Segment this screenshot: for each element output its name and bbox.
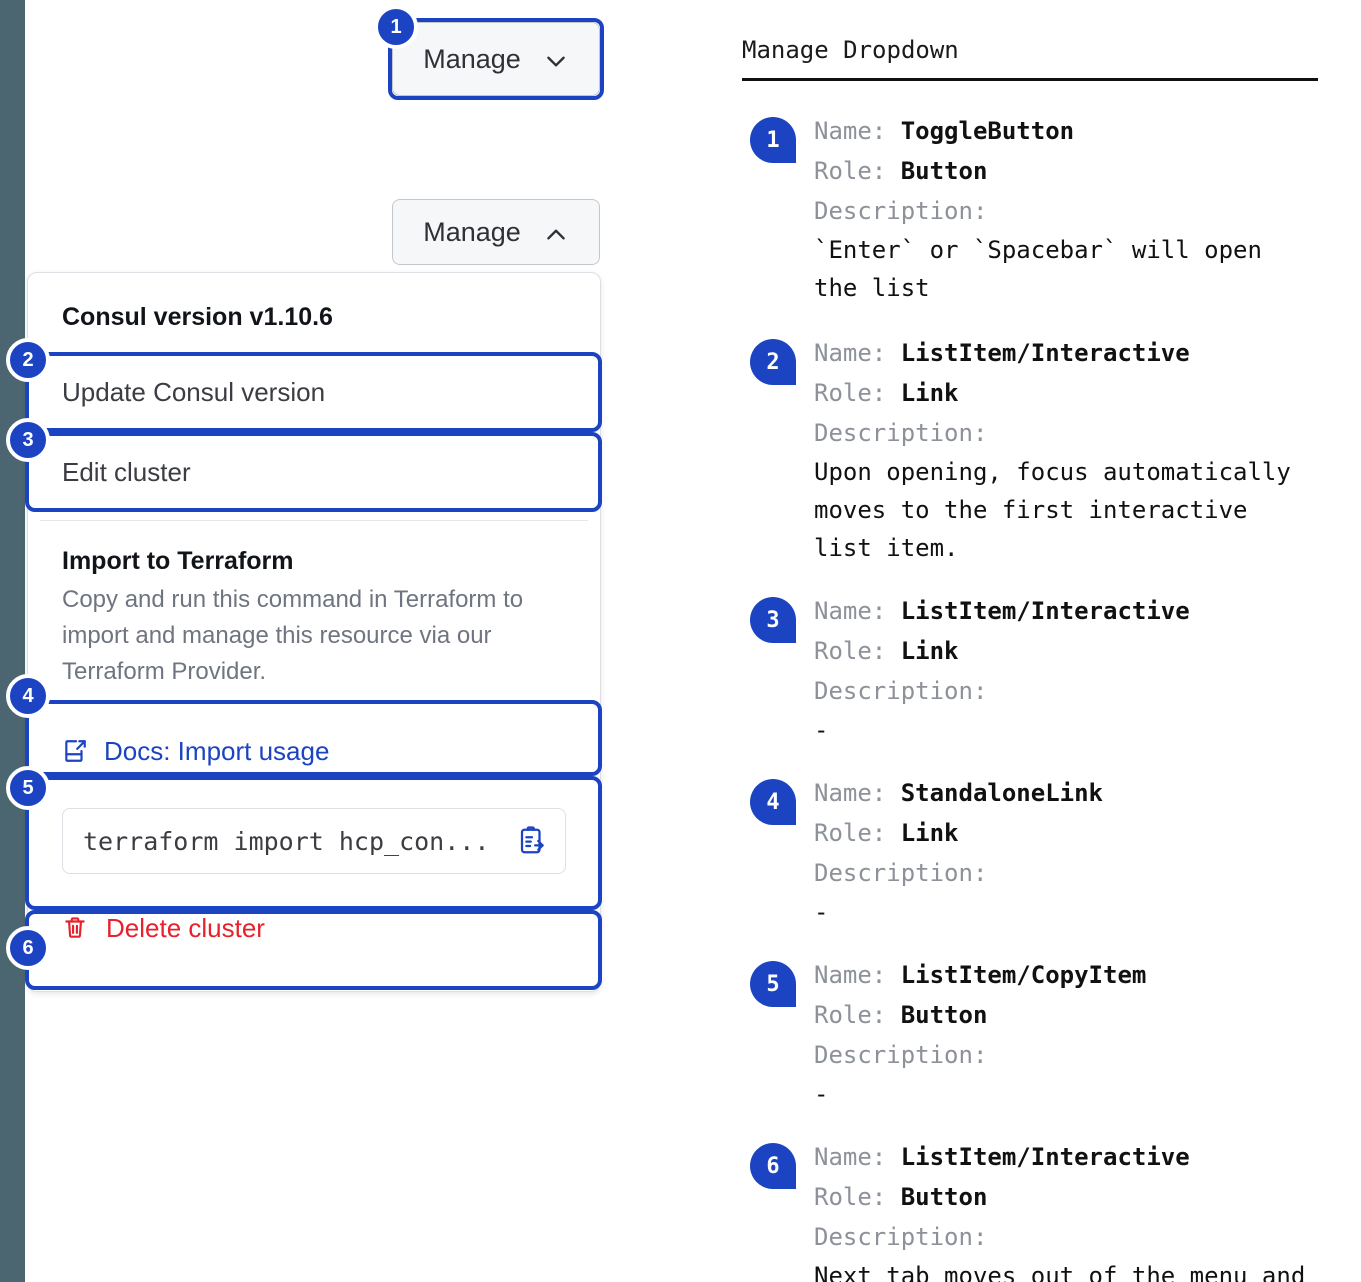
doc-name-label: Name: <box>814 339 887 367</box>
doc-role-value: Link <box>900 637 959 665</box>
doc-callout-badge-6: 6 <box>750 1143 796 1189</box>
doc-name-row: Name: ToggleButton <box>814 111 1318 151</box>
left-nav-rail <box>0 0 25 1282</box>
consul-version-header: Consul version v1.10.6 <box>62 303 333 331</box>
terraform-command-text: terraform import hcp_con... <box>83 826 490 856</box>
doc-description-value: `Enter` or `Spacebar` will open the list <box>814 236 1262 302</box>
trash-icon <box>62 915 88 941</box>
menu-divider <box>40 520 588 521</box>
doc-role-row: Role: Link <box>814 373 1318 413</box>
manage-toggle-button-open[interactable]: Manage <box>392 199 600 265</box>
doc-name-row: Name: ListItem/Interactive <box>814 591 1318 631</box>
doc-callout-badge-4: 4 <box>750 779 796 825</box>
doc-callout-badge-5: 5 <box>750 961 796 1007</box>
menu-item-label: Update Consul version <box>62 376 326 407</box>
docs-import-usage-label: Docs: Import usage <box>104 735 330 766</box>
doc-name-row: Name: StandaloneLink <box>814 773 1318 813</box>
doc-name-value: ListItem/CopyItem <box>900 961 1147 989</box>
doc-role-label: Role: <box>814 157 887 185</box>
doc-role-row: Role: Button <box>814 1177 1318 1217</box>
menu-item-update-consul-version[interactable]: Update Consul version <box>28 352 600 432</box>
doc-name-label: Name: <box>814 779 887 807</box>
docs-external-link-icon <box>62 738 88 764</box>
doc-description-value: - <box>814 716 829 744</box>
doc-role-value: Button <box>900 1001 988 1029</box>
doc-callout-badge-3: 3 <box>750 597 796 643</box>
doc-name-row: Name: ListItem/Interactive <box>814 1137 1318 1177</box>
doc-description-label: Description: <box>814 419 988 447</box>
doc-role-label: Role: <box>814 1183 887 1211</box>
doc-role-row: Role: Button <box>814 151 1318 191</box>
doc-name-value: StandaloneLink <box>900 779 1103 807</box>
doc-entry: 5 Name: ListItem/CopyItem Role: Button D… <box>742 955 1318 1113</box>
manage-toggle-label: Manage <box>423 43 521 74</box>
doc-entry: 6 Name: ListItem/Interactive Role: Butto… <box>742 1137 1318 1282</box>
doc-title-underline <box>742 78 1318 81</box>
doc-name-label: Name: <box>814 961 887 989</box>
terraform-command-row: terraform import hcp_con... <box>28 790 600 888</box>
manage-toggle-button-focused[interactable]: Manage <box>392 22 600 96</box>
doc-role-row: Role: Link <box>814 631 1318 671</box>
copy-to-clipboard-icon[interactable] <box>517 826 547 856</box>
docs-import-usage-link[interactable]: Docs: Import usage <box>28 712 600 790</box>
callout-badge-6: 6 <box>6 926 50 970</box>
doc-description-value: - <box>814 898 829 926</box>
doc-entry: 1 Name: ToggleButton Role: Button Descri… <box>742 111 1318 307</box>
delete-cluster-label: Delete cluster <box>106 912 265 943</box>
doc-name-label: Name: <box>814 1143 887 1171</box>
doc-callout-badge-1: 1 <box>750 117 796 163</box>
callout-badge-5: 5 <box>6 766 50 810</box>
callout-badge-3: 3 <box>6 418 50 462</box>
copy-command-field[interactable]: terraform import hcp_con... <box>62 808 566 874</box>
chevron-down-icon <box>543 48 569 74</box>
doc-name-row: Name: ListItem/CopyItem <box>814 955 1318 995</box>
manage-dropdown-panel: Consul version v1.10.6 Update Consul ver… <box>27 272 601 992</box>
doc-name-value: ListItem/Interactive <box>900 597 1190 625</box>
import-to-terraform-title: Import to Terraform <box>62 547 294 575</box>
doc-role-label: Role: <box>814 379 887 407</box>
doc-entry: 4 Name: StandaloneLink Role: Link Descri… <box>742 773 1318 931</box>
doc-role-label: Role: <box>814 819 887 847</box>
doc-name-value: ToggleButton <box>900 117 1075 145</box>
doc-role-row: Role: Link <box>814 813 1318 853</box>
doc-name-label: Name: <box>814 117 887 145</box>
callout-badge-4: 4 <box>6 674 50 718</box>
doc-description-label: Description: <box>814 859 988 887</box>
doc-callout-badge-2: 2 <box>750 339 796 385</box>
doc-description-value: Next tab moves out of the menu and to th… <box>814 1262 1306 1282</box>
doc-panel-title: Manage Dropdown <box>742 36 959 64</box>
doc-role-value: Button <box>900 157 988 185</box>
callout-badge-1: 1 <box>374 5 418 49</box>
doc-description-value: - <box>814 1080 829 1108</box>
manage-toggle-open-label: Manage <box>423 216 521 247</box>
doc-name-row: Name: ListItem/Interactive <box>814 333 1318 373</box>
doc-name-label: Name: <box>814 597 887 625</box>
menu-item-delete-cluster[interactable]: Delete cluster <box>28 888 600 968</box>
menu-item-label: Edit cluster <box>62 456 191 487</box>
doc-role-label: Role: <box>814 1001 887 1029</box>
doc-entry: 2 Name: ListItem/Interactive Role: Link … <box>742 333 1318 567</box>
doc-role-row: Role: Button <box>814 995 1318 1035</box>
documentation-panel: Manage Dropdown 1 Name: ToggleButton Rol… <box>742 36 1318 1282</box>
doc-description-label: Description: <box>814 1223 988 1251</box>
doc-name-value: ListItem/Interactive <box>900 1143 1190 1171</box>
doc-name-value: ListItem/Interactive <box>900 339 1190 367</box>
doc-role-value: Button <box>900 1183 988 1211</box>
menu-item-edit-cluster[interactable]: Edit cluster <box>28 432 600 512</box>
doc-description-value: Upon opening, focus automatically moves … <box>814 458 1291 562</box>
doc-role-value: Link <box>900 819 959 847</box>
doc-description-label: Description: <box>814 1041 988 1069</box>
import-to-terraform-description: Copy and run this command in Terraform t… <box>62 586 524 685</box>
doc-role-label: Role: <box>814 637 887 665</box>
doc-entry: 3 Name: ListItem/Interactive Role: Link … <box>742 591 1318 749</box>
doc-description-label: Description: <box>814 197 988 225</box>
chevron-up-icon <box>543 221 569 247</box>
callout-badge-2: 2 <box>6 338 50 382</box>
doc-description-label: Description: <box>814 677 988 705</box>
doc-role-value: Link <box>900 379 959 407</box>
